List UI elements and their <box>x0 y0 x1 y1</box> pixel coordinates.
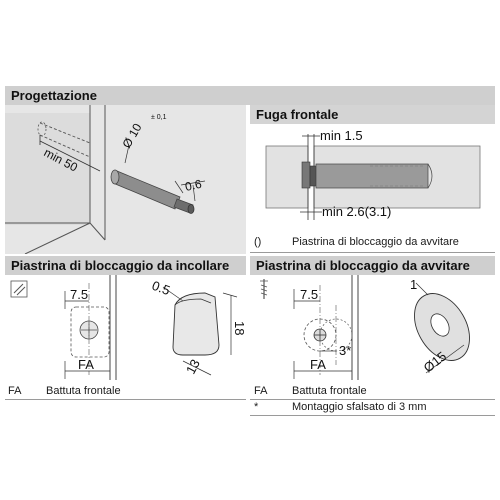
panel-incollare: 7.5 FA 0.5 18 13 <box>5 275 247 380</box>
section-title-incollare: Piastrina di bloccaggio da incollare <box>11 258 230 273</box>
push-latch-icon <box>110 169 195 214</box>
incollare-dim-7-5: 7.5 <box>70 287 88 302</box>
incollare-dim-13: 13 <box>183 357 203 377</box>
section-header-avvitare: Piastrina di bloccaggio da avvitare <box>250 256 495 275</box>
section-title-fuga-frontale: Fuga frontale <box>256 107 339 122</box>
avvitare-dim-fa: FA <box>310 357 326 372</box>
panel-progettazione: min 50 Ø 10 ± 0,1 0.6 <box>5 105 246 255</box>
fuga-legend-symbol: () <box>254 236 262 248</box>
incollare-drawing: 7.5 FA 0.5 18 13 <box>10 275 247 380</box>
incollare-dim-0-5: 0.5 <box>150 278 172 298</box>
section-header-incollare: Piastrina di bloccaggio da incollare <box>5 256 246 275</box>
legend-right-divider-1 <box>250 399 495 400</box>
legend-right-text-star: Montaggio sfalsato di 3 mm <box>292 401 427 413</box>
fuga-legend-text: Piastrina di bloccaggio da avvitare <box>292 236 459 248</box>
legend-right-key-fa: FA <box>254 385 268 397</box>
dim-tolerance: ± 0,1 <box>151 114 167 121</box>
glue-plate-icon <box>172 292 220 356</box>
column-separator <box>247 105 249 415</box>
fuga-legend-divider <box>250 252 495 253</box>
panel-avvitare: 7.5 3* FA 1 Ø15 <box>250 275 495 380</box>
avvitare-dim-7-5: 7.5 <box>300 287 318 302</box>
section-title-avvitare: Piastrina di bloccaggio da avvitare <box>256 258 470 273</box>
legend-right-text-fa: Battuta frontale <box>292 385 367 397</box>
fuga-frontale-drawing: min 1.5 min 2.6(3.1) <box>265 128 481 220</box>
incollare-dim-18: 18 <box>232 321 246 335</box>
panel-fuga-frontale: min 1.5 min 2.6(3.1) <box>250 124 495 232</box>
avvitare-dim-3-star: 3* <box>339 343 351 358</box>
legend-left-divider <box>5 399 246 400</box>
progettazione-drawing: min 50 Ø 10 ± 0,1 0.6 <box>5 105 206 255</box>
legend-right-key-star: * <box>254 401 259 413</box>
section-title-progettazione: Progettazione <box>11 88 97 103</box>
dim-min-1-5: min 1.5 <box>320 128 363 143</box>
screw-icon <box>260 279 268 299</box>
avvitare-drawing: 7.5 3* FA 1 Ø15 <box>260 275 470 380</box>
screw-plate-icon <box>414 293 470 361</box>
section-header-fuga-frontale: Fuga frontale <box>250 105 495 124</box>
dim-min-2-6: min 2.6(3.1) <box>322 204 391 219</box>
legend-left-key-fa: FA <box>8 385 22 397</box>
incollare-dim-fa: FA <box>78 357 94 372</box>
legend-right-divider-2 <box>250 415 495 416</box>
glue-icon <box>10 280 28 298</box>
legend-left-text-fa: Battuta frontale <box>46 385 121 397</box>
dim-diameter-10: Ø 10 <box>119 121 144 151</box>
avvitare-dim-1: 1 <box>410 277 417 292</box>
dim-thickness-0-6: 0.6 <box>184 177 204 194</box>
section-header-progettazione: Progettazione <box>5 86 495 105</box>
